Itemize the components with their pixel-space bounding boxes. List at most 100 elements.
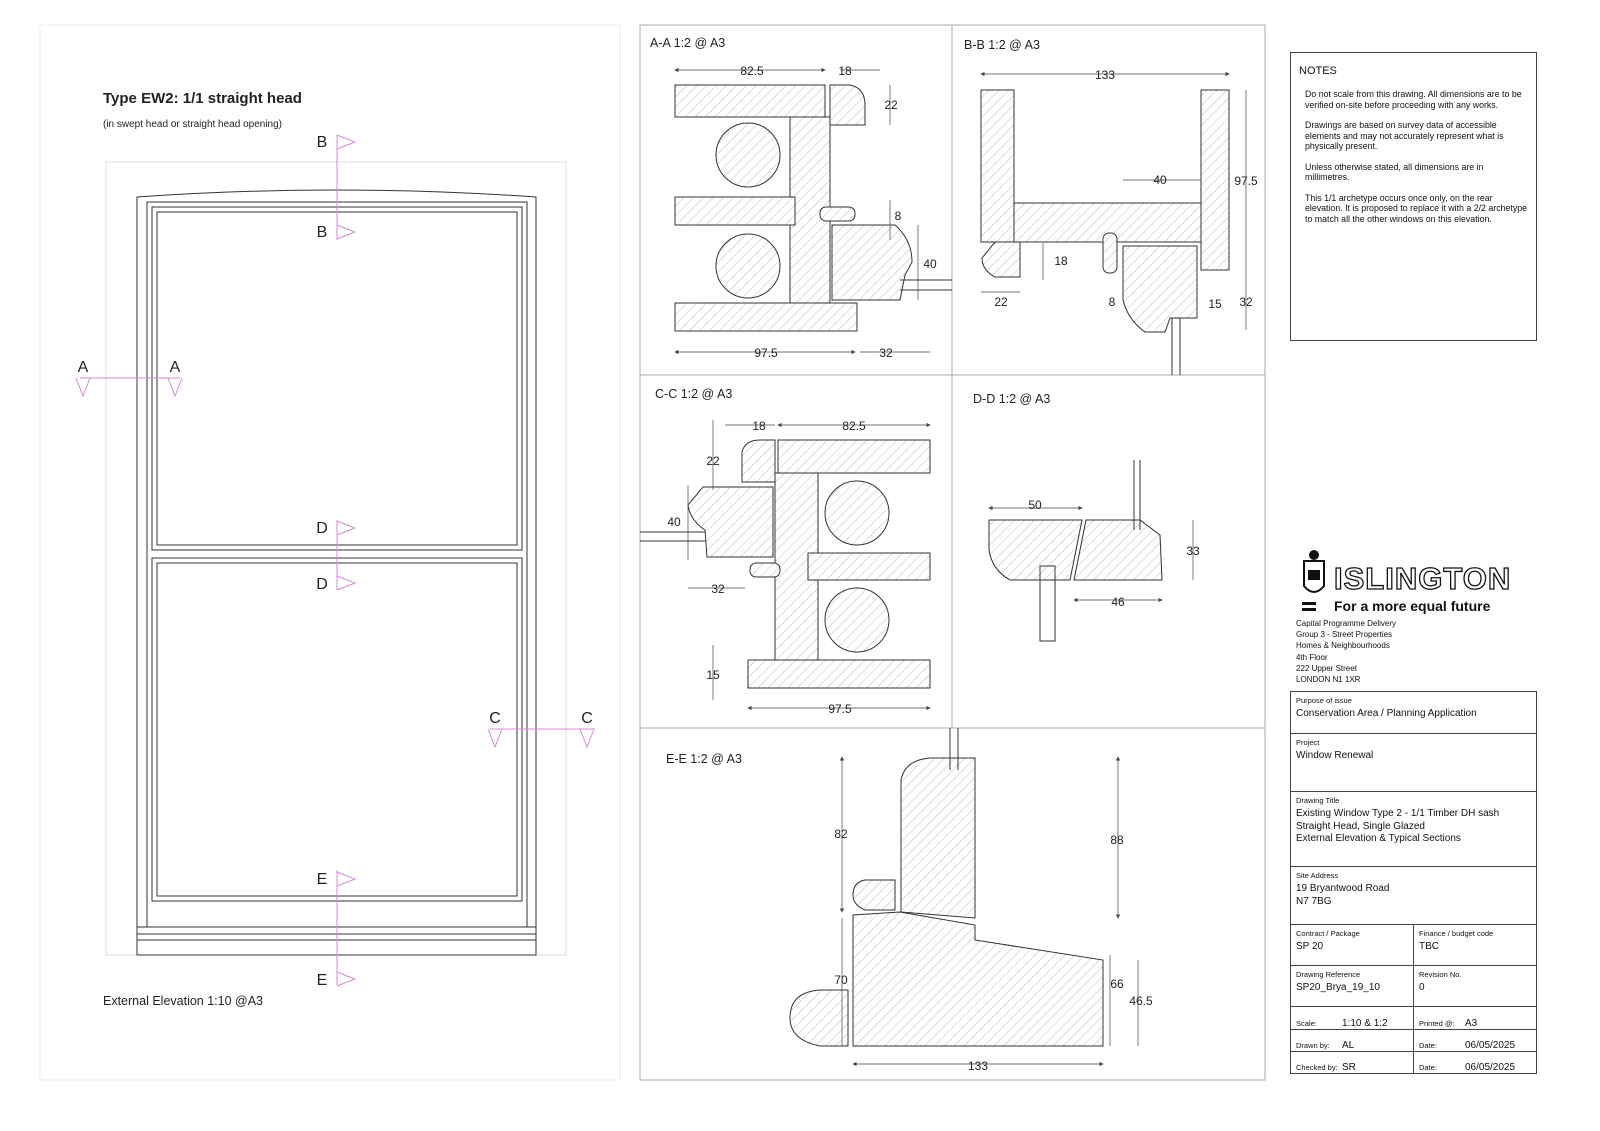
dim-aa-5: 40 [923, 257, 937, 271]
office-address: Capital Programme Delivery Group 3 - Str… [1296, 618, 1396, 685]
dim-aa-1: 82.5 [740, 64, 764, 78]
dim-bb-7: 15 [1208, 297, 1222, 311]
address-line: Homes & Neighbourhoods [1296, 641, 1390, 651]
elevation-subtitle: (in swept head or straight head opening) [103, 119, 282, 130]
section-aa: A-A 1:2 @ A3 82.5 18 22 8 40 97.5 32 [650, 36, 952, 360]
dim-bb-4: 18 [1054, 254, 1068, 268]
section-cc-title: C-C 1:2 @ A3 [655, 387, 732, 401]
drawn-value: AL [1342, 1040, 1355, 1051]
dim-bb-8: 32 [1239, 295, 1253, 309]
section-dd-title: D-D 1:2 @ A3 [973, 392, 1050, 406]
address-line: 222 Upper Street [1296, 663, 1357, 673]
crest-icon [1302, 550, 1325, 611]
logo-name: ISLINGTON [1333, 560, 1512, 596]
marker-c-right: C [581, 710, 593, 727]
date-value: 06/05/2025 [1465, 1062, 1516, 1073]
address-line: Group 3 - Street Properties [1296, 630, 1393, 640]
finance-value: TBC [1419, 941, 1439, 952]
dim-cc-3: 22 [706, 454, 720, 468]
revision-label: Revision No. [1419, 970, 1462, 979]
revision-value: 0 [1419, 982, 1425, 993]
dim-ee-2: 88 [1110, 833, 1124, 847]
note-item: This 1/1 archetype occurs once only, on … [1305, 192, 1528, 224]
dim-bb-6: 8 [1109, 295, 1116, 309]
ref-value: SP20_Brya_19_10 [1296, 982, 1380, 993]
dim-cc-6: 15 [706, 668, 720, 682]
project-value: Window Renewal [1296, 750, 1374, 761]
date-label: Date: [1419, 1041, 1437, 1050]
dim-ee-1: 82 [834, 827, 848, 841]
checked-label: Checked by: [1296, 1063, 1338, 1072]
drawing-title-row: Drawing Title Existing Window Type 2 - 1… [1291, 792, 1536, 867]
section-bb-title: B-B 1:2 @ A3 [964, 38, 1040, 52]
contract-value: SP 20 [1296, 941, 1324, 952]
drawing-title-line: Existing Window Type 2 - 1/1 Timber DH s… [1296, 808, 1500, 819]
printed-label: Printed @: [1419, 1019, 1455, 1028]
dim-bb-5: 22 [994, 295, 1008, 309]
dim-cc-2: 82.5 [842, 419, 866, 433]
scale-value: 1:10 & 1:2 [1342, 1018, 1388, 1029]
dim-dd-3: 46 [1111, 595, 1125, 609]
dim-bb-1: 133 [1095, 68, 1115, 82]
dim-bb-2: 40 [1153, 173, 1167, 187]
dim-aa-4: 8 [895, 209, 902, 223]
note-item: Do not scale from this drawing. All dime… [1305, 89, 1522, 110]
date-value: 06/05/2025 [1465, 1040, 1516, 1051]
date-label: Date: [1419, 1063, 1437, 1072]
elevation-title: Type EW2: 1/1 straight head [103, 90, 302, 107]
address-line: LONDON N1 1XR [1296, 675, 1361, 685]
section-ee: E-E 1:2 @ A3 82 88 70 66 46.5 133 [666, 728, 1153, 1073]
dim-ee-5: 46.5 [1129, 994, 1153, 1008]
notes-panel: NOTES Do not scale from this drawing. Al… [1290, 52, 1537, 341]
elevation-caption: External Elevation 1:10 @A3 [103, 994, 263, 1008]
dim-cc-5: 32 [711, 582, 725, 596]
address-line: Capital Programme Delivery [1296, 619, 1397, 628]
site-line: 19 Bryantwood Road [1296, 883, 1390, 894]
marker-d-top: D [316, 520, 328, 537]
checked-row: Checked by: SR Date: 06/05/2025 [1291, 1052, 1536, 1074]
notes-heading: NOTES [1299, 65, 1337, 77]
window-frame [136, 189, 537, 956]
note-item: Unless otherwise stated, all dimensions … [1305, 161, 1484, 183]
purpose-label: Purpose of issue [1296, 696, 1352, 705]
section-cc: C-C 1:2 @ A3 18 82.5 22 40 32 15 97.5 [640, 387, 931, 716]
section-dd: D-D 1:2 @ A3 50 33 46 [973, 392, 1200, 642]
upper-sash [151, 206, 523, 551]
dim-ee-3: 70 [834, 973, 848, 987]
ref-label: Drawing Reference [1296, 970, 1361, 979]
site-label: Site Address [1296, 871, 1339, 880]
dim-cc-7: 97.5 [828, 702, 852, 716]
finance-label: Finance / budget code [1419, 929, 1494, 938]
contract-label: Contract / Package [1296, 929, 1360, 938]
checked-value: SR [1342, 1062, 1356, 1073]
scale-row: Scale: 1:10 & 1:2 Printed @: A3 [1291, 1007, 1536, 1030]
dim-aa-2: 18 [838, 64, 852, 78]
marker-b-bottom: B [317, 224, 328, 241]
marker-c-left: C [489, 710, 501, 727]
printed-value: A3 [1465, 1018, 1478, 1029]
dim-cc-4: 40 [667, 515, 681, 529]
marker-e-bottom: E [317, 972, 328, 989]
address-line: 4th Floor [1296, 652, 1328, 662]
marker-a-right: A [170, 359, 181, 376]
drawn-label: Drawn by: [1296, 1041, 1330, 1050]
dim-aa-6: 97.5 [754, 346, 778, 360]
dim-dd-1: 50 [1028, 498, 1042, 512]
dim-dd-2: 33 [1186, 544, 1200, 558]
project-label: Project [1296, 738, 1320, 747]
marker-b-top: B [317, 134, 328, 151]
section-ee-title: E-E 1:2 @ A3 [666, 752, 742, 766]
drawing-title-label: Drawing Title [1296, 796, 1340, 805]
dim-ee-4: 66 [1110, 977, 1124, 991]
scale-label: Scale: [1296, 1019, 1317, 1028]
external-elevation: Type EW2: 1/1 straight head (in swept he… [39, 24, 621, 1081]
drawing-title-line: Straight Head, Single Glazed [1296, 820, 1425, 832]
islington-logo: ISLINGTON For a more equal future [1294, 546, 1534, 616]
logo-tagline: For a more equal future [1334, 598, 1491, 614]
marker-e-top: E [317, 871, 328, 888]
